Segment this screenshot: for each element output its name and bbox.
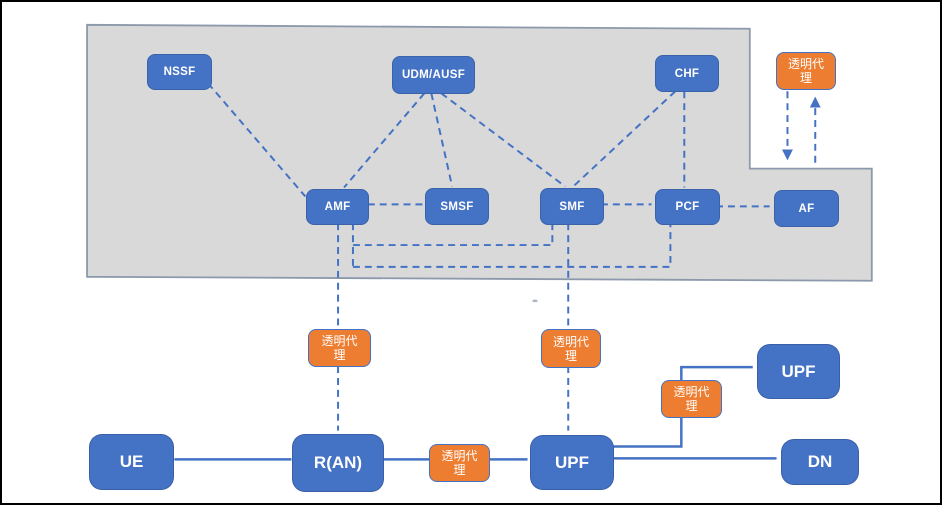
node-ue: UE (89, 434, 174, 490)
proxy-amf-ran: 透明代理 (308, 329, 371, 367)
proxy-ran-upf: 透明代理 (429, 444, 490, 482)
connector-nssf-amf (207, 82, 307, 198)
node-smf: SMF (540, 188, 604, 225)
proxy-af: 透明代理 (776, 52, 836, 90)
node-ran: R(AN) (292, 434, 384, 492)
node-chf: CHF (655, 55, 719, 92)
node-pcf: PCF (655, 189, 720, 225)
node-udm-ausf: UDM/AUSF (392, 56, 475, 94)
artifact-dot (532, 299, 538, 303)
node-dn: DN (781, 439, 859, 485)
node-upf-branch: UPF (757, 344, 840, 399)
node-af: AF (774, 190, 839, 227)
node-amf: AMF (306, 189, 369, 225)
connector-udm-amf (343, 92, 426, 189)
node-nssf: NSSF (147, 54, 212, 90)
proxy-smf-upf: 透明代理 (541, 329, 601, 368)
node-smsf: SMSF (425, 188, 489, 225)
proxy-upf-upf: 透明代理 (661, 380, 722, 418)
connector-udm-smf (440, 92, 566, 188)
connector-udm-smsf (430, 93, 454, 187)
connector-amf-pcf-low (352, 223, 672, 268)
node-upf-core: UPF (530, 435, 614, 490)
connector-amf-smf-low (352, 223, 554, 247)
